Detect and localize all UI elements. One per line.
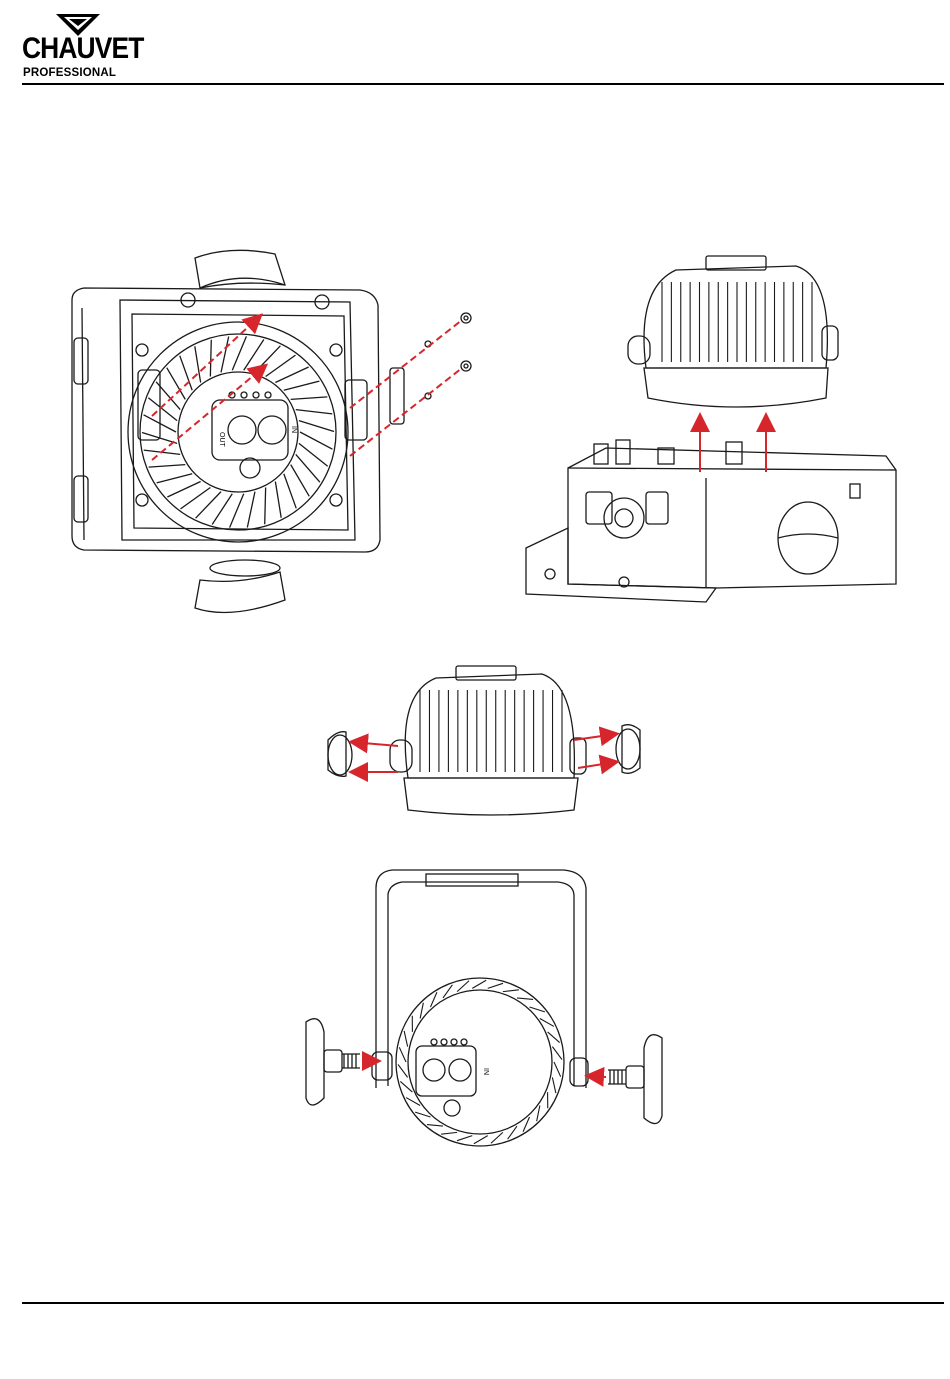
fig1-label-out: OUT (218, 432, 225, 448)
fig4-label-in: IN (482, 1068, 489, 1075)
figure-side-caps (316, 660, 652, 820)
fig1-label-in: IN (290, 426, 297, 433)
header-rule (22, 83, 944, 85)
figure-fixture-lift (516, 248, 900, 604)
figure-yoke-knobs: IN (296, 862, 672, 1162)
figure-bracket-removal: OUT IN (60, 240, 480, 620)
footer-rule (22, 1302, 944, 1304)
chauvet-logo: CHAUVET PROFESSIONAL (22, 14, 132, 80)
brand-sub: PROFESSIONAL (23, 67, 116, 79)
page-header: CHAUVET PROFESSIONAL (0, 0, 950, 90)
brand-name: CHAUVET (22, 34, 143, 64)
